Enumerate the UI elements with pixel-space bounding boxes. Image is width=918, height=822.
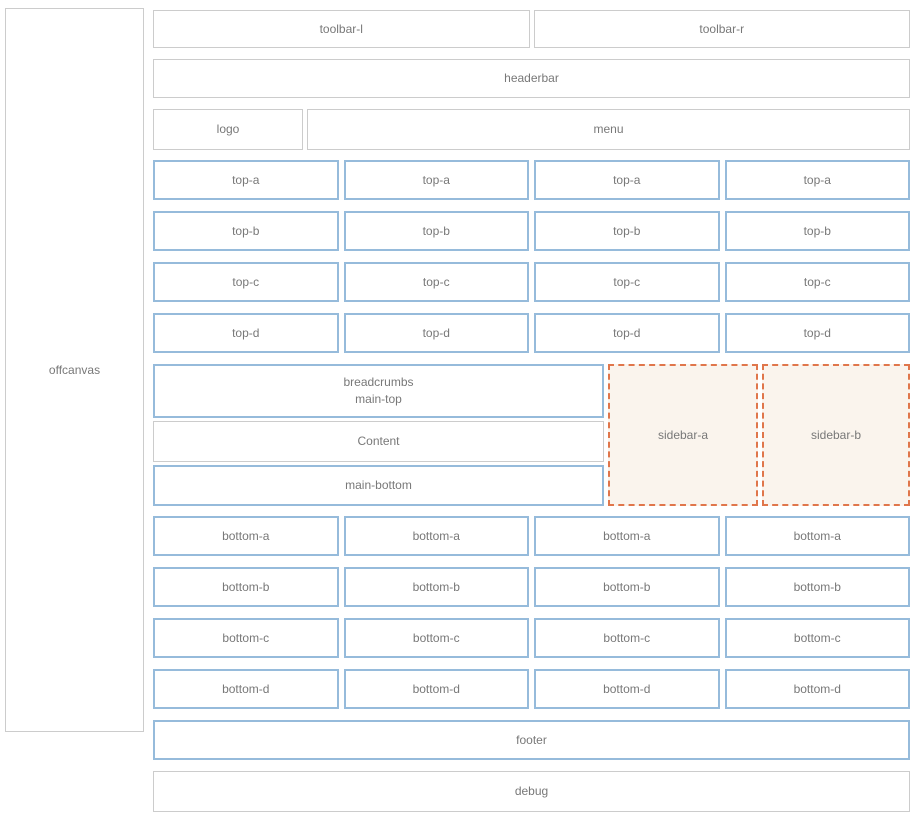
main-bottom-region: main-bottom <box>153 465 604 506</box>
top-b-region: top-b <box>534 211 720 251</box>
breadcrumbs-label: breadcrumbs <box>343 375 414 389</box>
top-c-region: top-c <box>343 262 529 302</box>
top-c-region: top-c <box>724 262 910 302</box>
bottom-c-region: bottom-c <box>343 618 529 658</box>
top-d-region: top-d <box>534 313 720 353</box>
top-d-region: top-d <box>153 313 339 353</box>
debug-region: debug <box>153 771 910 812</box>
top-a-row: top-a top-a top-a top-a <box>153 160 910 200</box>
bottom-a-region: bottom-a <box>343 516 529 556</box>
bottom-b-region: bottom-b <box>343 567 529 607</box>
bottom-c-region: bottom-c <box>534 618 720 658</box>
main-top-label: main-top <box>355 392 402 406</box>
bottom-a-region: bottom-a <box>724 516 910 556</box>
main-content-area: breadcrumbs main-top Content main-bottom… <box>153 364 910 506</box>
bottom-b-region: bottom-b <box>724 567 910 607</box>
main-content-stack: breadcrumbs main-top Content main-bottom <box>153 364 604 506</box>
bottom-a-region: bottom-a <box>153 516 339 556</box>
bottom-c-region: bottom-c <box>153 618 339 658</box>
top-b-region: top-b <box>724 211 910 251</box>
bottom-a-row: bottom-a bottom-a bottom-a bottom-a <box>153 516 910 556</box>
top-c-region: top-c <box>153 262 339 302</box>
breadcrumbs-main-top-region: breadcrumbs main-top <box>153 364 604 418</box>
bottom-b-region: bottom-b <box>153 567 339 607</box>
top-d-region: top-d <box>724 313 910 353</box>
top-a-region: top-a <box>153 160 339 200</box>
top-a-region: top-a <box>343 160 529 200</box>
content-region: Content <box>153 421 604 462</box>
top-c-row: top-c top-c top-c top-c <box>153 262 910 302</box>
top-b-region: top-b <box>343 211 529 251</box>
offcanvas-label: offcanvas <box>48 362 101 377</box>
menu-region: menu <box>307 109 910 150</box>
bottom-d-row: bottom-d bottom-d bottom-d bottom-d <box>153 669 910 709</box>
top-a-region: top-a <box>534 160 720 200</box>
bottom-b-row: bottom-b bottom-b bottom-b bottom-b <box>153 567 910 607</box>
top-d-region: top-d <box>343 313 529 353</box>
toolbar-l-region: toolbar-l <box>153 10 530 48</box>
top-a-region: top-a <box>724 160 910 200</box>
sidebar-b-region: sidebar-b <box>762 364 910 506</box>
bottom-a-region: bottom-a <box>534 516 720 556</box>
bottom-d-region: bottom-d <box>153 669 339 709</box>
bottom-c-region: bottom-c <box>724 618 910 658</box>
bottom-c-row: bottom-c bottom-c bottom-c bottom-c <box>153 618 910 658</box>
logo-menu-row: logo menu <box>153 109 910 150</box>
offcanvas-region: offcanvas <box>5 8 144 732</box>
top-b-region: top-b <box>153 211 339 251</box>
bottom-b-region: bottom-b <box>534 567 720 607</box>
bottom-d-region: bottom-d <box>724 669 910 709</box>
bottom-d-region: bottom-d <box>534 669 720 709</box>
top-d-row: top-d top-d top-d top-d <box>153 313 910 353</box>
sidebar-a-region: sidebar-a <box>608 364 758 506</box>
main-column: toolbar-l toolbar-r headerbar logo menu … <box>153 10 910 812</box>
toolbar-row: toolbar-l toolbar-r <box>153 10 910 48</box>
footer-region: footer <box>153 720 910 760</box>
headerbar-region: headerbar <box>153 59 910 98</box>
logo-region: logo <box>153 109 303 150</box>
toolbar-r-region: toolbar-r <box>533 10 910 48</box>
bottom-d-region: bottom-d <box>343 669 529 709</box>
top-c-region: top-c <box>534 262 720 302</box>
top-b-row: top-b top-b top-b top-b <box>153 211 910 251</box>
